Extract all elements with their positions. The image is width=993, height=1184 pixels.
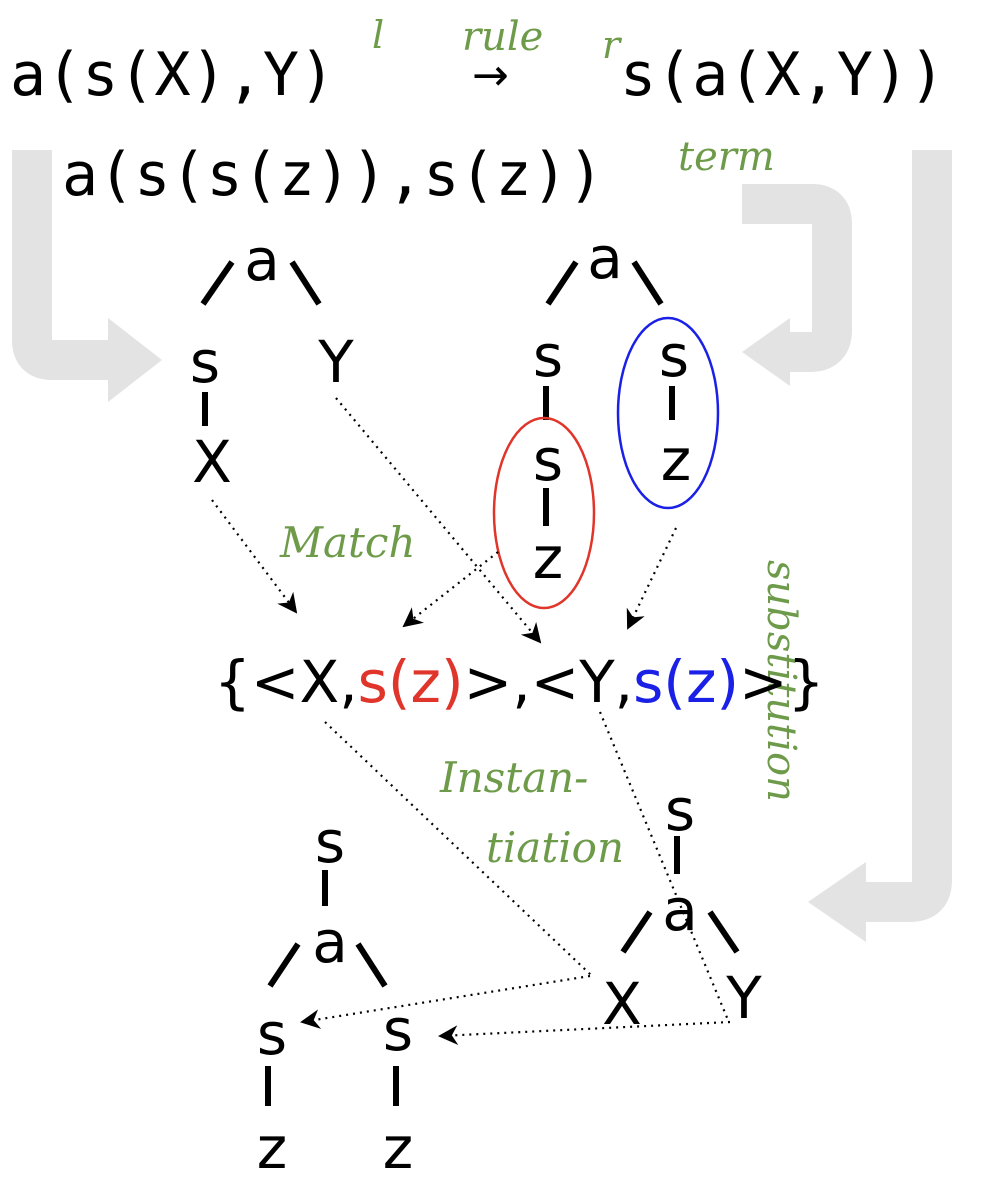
rhs-tree: s a X Y xyxy=(602,776,762,1038)
instantiation-label-line-1: Instan- xyxy=(439,753,588,802)
substitution-y-value: s(z) xyxy=(633,648,739,716)
rhs-node-a: a xyxy=(662,876,698,944)
lhs-flow-arrow xyxy=(12,150,108,380)
substitution-set: {<X,s(z)>,<Y,s(z)>} xyxy=(214,648,825,716)
substitution-x-value: s(z) xyxy=(358,648,464,716)
match-arrow-x xyxy=(211,499,298,614)
rhs-flow-arrowhead xyxy=(808,862,866,942)
term-flow-arrowhead xyxy=(742,318,790,386)
rule-arrow-tag: rule xyxy=(462,14,543,60)
input-term: a(s(s(z)),s(z)) term xyxy=(62,134,775,210)
term-tree: a s s s z z xyxy=(492,224,720,610)
result-node-z-right: z xyxy=(383,1114,413,1182)
term-text: a(s(s(z)),s(z)) xyxy=(62,140,604,210)
rhs-edge-a-y xyxy=(707,910,740,954)
red-match-ellipse xyxy=(492,416,596,610)
result-node-a: a xyxy=(312,908,348,976)
rewrite-rule: a(s(X),Y) l rule → r s(a(X,Y)) xyxy=(10,13,945,110)
rule-arrow: → xyxy=(472,50,509,101)
pattern-node-s: s xyxy=(190,328,220,396)
rhs-node-y: Y xyxy=(725,964,762,1032)
rhs-flow-arrow xyxy=(866,150,952,922)
rule-rhs-tag: r xyxy=(602,23,623,67)
pattern-edge-a-s xyxy=(200,260,235,306)
substitution-label: substitution xyxy=(758,560,804,802)
rhs-node-s: s xyxy=(665,776,695,844)
term-edge-a-left xyxy=(545,260,579,306)
substitution-open: {<X, xyxy=(214,648,358,716)
term-tag: term xyxy=(678,134,775,180)
term-node-a: a xyxy=(587,224,623,292)
term-node-s-right: s xyxy=(659,322,689,390)
substitution-close: >} xyxy=(739,648,825,716)
lhs-flow-arrowhead xyxy=(108,318,162,402)
flow-arrows xyxy=(12,150,952,942)
term-node-s-left: s xyxy=(533,322,563,390)
term-flow-arrow xyxy=(742,184,852,372)
mapping-arrows xyxy=(211,397,731,1046)
rule-lhs: a(s(X),Y) xyxy=(10,40,335,110)
pattern-node-a: a xyxy=(244,226,280,294)
rule-rhs: s(a(X,Y)) xyxy=(620,40,945,110)
match-arrow-blue xyxy=(626,527,677,630)
instantiate-arrow-x xyxy=(300,974,591,1029)
result-tree: s a s s z z xyxy=(257,808,413,1182)
substitution-middle: >,<Y, xyxy=(464,648,634,716)
rhs-edge-a-x xyxy=(620,910,653,954)
term-edge-a-right xyxy=(631,260,664,306)
pattern-edge-a-y xyxy=(289,260,322,306)
match-label: Match xyxy=(279,518,416,567)
blue-match-ellipse xyxy=(616,316,720,510)
match-arrow-red xyxy=(402,551,499,628)
result-node-s-left: s xyxy=(257,1000,287,1068)
rule-lhs-tag: l xyxy=(372,13,384,57)
pattern-node-y: Y xyxy=(317,328,354,396)
rhs-node-x: X xyxy=(602,970,642,1038)
term-node-z-left: z xyxy=(533,524,563,592)
instantiate-arrow-y xyxy=(438,1020,731,1046)
term-node-z-right: z xyxy=(661,426,691,494)
term-node-s-inner: s xyxy=(533,426,563,494)
result-node-z-left: z xyxy=(257,1114,287,1182)
result-edge-a-right xyxy=(355,942,388,988)
result-node-s-right: s xyxy=(383,996,413,1064)
pattern-node-x: X xyxy=(192,428,232,496)
instantiation-label-line-2: tiation xyxy=(486,823,624,872)
pattern-tree: a s Y X xyxy=(190,226,354,496)
result-node-s-root: s xyxy=(315,808,345,876)
result-edge-a-left xyxy=(267,942,301,988)
